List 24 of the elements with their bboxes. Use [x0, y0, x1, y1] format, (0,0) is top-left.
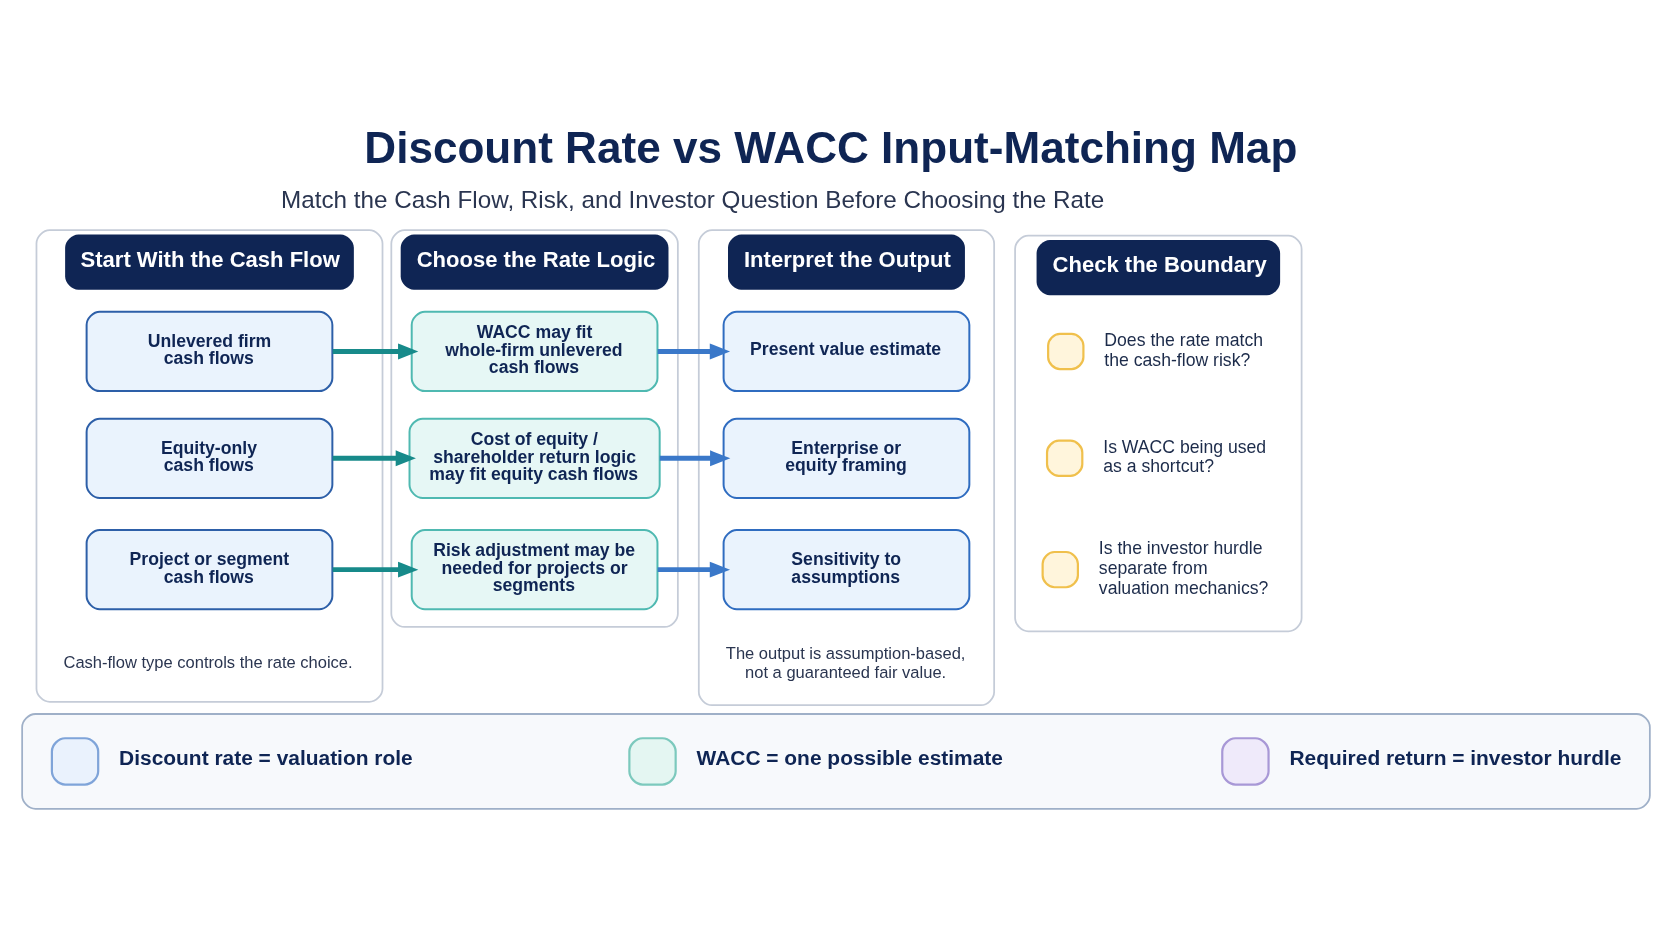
node-box: Project or segment cash flows	[85, 528, 334, 610]
node-box: Equity-only cash flows	[85, 417, 334, 499]
node-box: Unlevered firm cash flows	[85, 310, 334, 392]
node-box: Risk adjustment may be needed for projects or segments	[410, 528, 659, 610]
arrow	[657, 342, 731, 359]
cluster	[21, 712, 1651, 810]
node-box: Present value estimate	[722, 310, 971, 392]
label: Match the Cash Flow, Risk, and Investor Question Before Choosing the Rate	[281, 185, 1105, 213]
node-label: Is the investor hurdle separate from valuation mechanics?	[1098, 537, 1269, 598]
node-label: WACC = one possible estimate	[696, 745, 1003, 769]
node-label: Does the rate match the cash-flow risk?	[1104, 329, 1264, 370]
node-box: Sensitivity to assumptions	[722, 528, 971, 610]
arrow	[332, 342, 419, 359]
node-box: WACC may fit whole-firm unlevered cash flows	[410, 310, 659, 392]
diagram-title: Discount Rate vs WACC Input-Matching Map	[364, 122, 1298, 172]
node-label: Required return = investor hurdle	[1289, 745, 1622, 769]
node-label: Is WACC being used as a shortcut?	[1103, 436, 1267, 476]
arrow	[332, 561, 419, 578]
node-box: Enterprise or equity framing	[722, 417, 971, 499]
node-label: Discount rate = valuation role	[119, 745, 413, 769]
arrow	[657, 561, 731, 578]
node-box: Cost of equity / shareholder return logic may fit equity cash flows	[408, 417, 661, 499]
arrow	[659, 449, 731, 466]
arrow	[332, 449, 416, 466]
